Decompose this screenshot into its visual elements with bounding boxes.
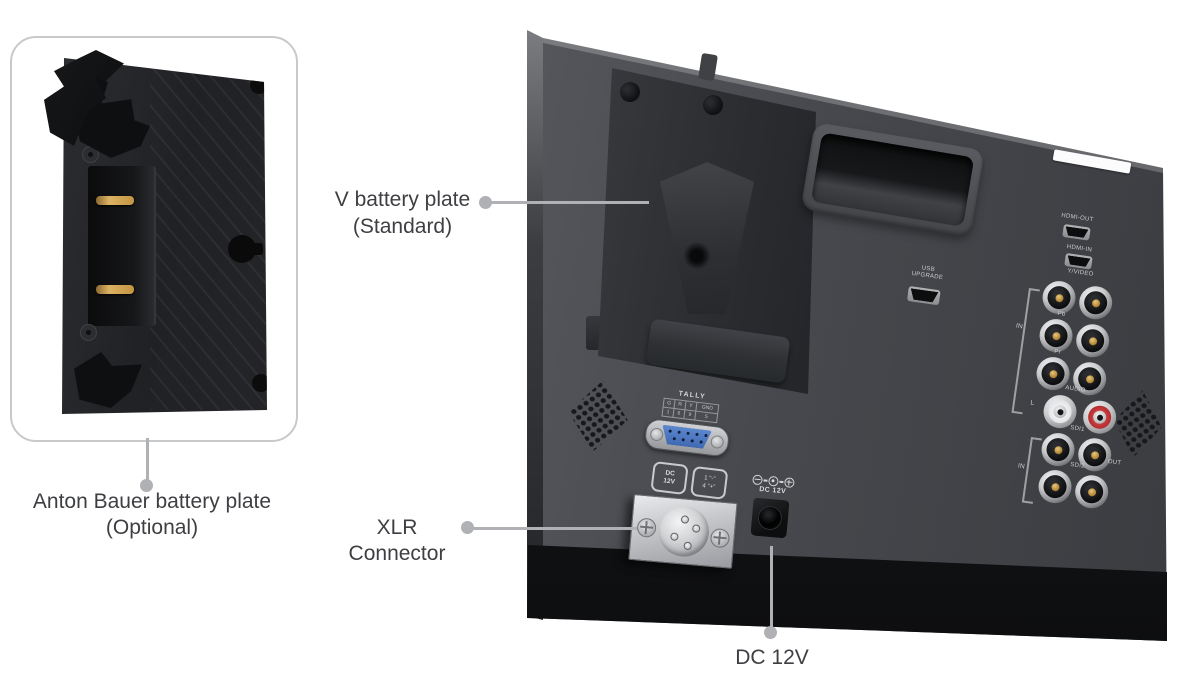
label-anton-subtitle: (Optional)	[105, 516, 199, 539]
callout-line	[770, 546, 773, 628]
bnc-connector	[1077, 284, 1115, 322]
screw	[649, 427, 664, 442]
mount-hole	[620, 82, 640, 102]
screw-hole	[252, 374, 267, 392]
bnc-connector	[1074, 322, 1112, 360]
label-vplate-subtitle: (Standard)	[352, 215, 453, 238]
mount-hole	[703, 95, 723, 115]
v-lock-wedge	[660, 162, 754, 314]
xlr-connector-plate	[628, 494, 738, 569]
left-edge	[527, 30, 543, 620]
v-battery-plate	[598, 68, 816, 394]
xlr-pin	[680, 515, 690, 524]
screw-hole	[250, 76, 267, 94]
label-anton-title: Anton Bauer battery plate	[32, 490, 272, 513]
dc-spec-box: DC 12V	[650, 461, 689, 496]
dc-jack	[750, 496, 790, 539]
callout-line	[471, 527, 637, 530]
callout-line	[146, 438, 149, 482]
screw	[636, 517, 657, 539]
center-pin-icon	[768, 475, 779, 487]
mount-jaw-bottom	[74, 352, 142, 408]
screw	[709, 527, 731, 549]
center-hole	[683, 242, 711, 270]
anton-battery-plate-image	[28, 48, 280, 428]
label-vplate-title: V battery plate	[334, 188, 471, 211]
xlr-pin	[670, 532, 679, 542]
bnc-connector	[1036, 468, 1074, 506]
callout-dot	[140, 479, 153, 492]
minus-circle-icon	[752, 474, 763, 486]
tally-pin-table: G R Y GND 1 6 9 5	[661, 397, 720, 424]
label-xlr-title: XLR Connector	[348, 516, 446, 565]
callout-dot	[479, 196, 492, 209]
handle-cavity	[810, 132, 975, 227]
callout-line	[489, 201, 649, 204]
hinge-screw	[80, 324, 97, 341]
bnc-connector	[1073, 473, 1111, 511]
label-dc12v: DC 12V	[735, 646, 809, 669]
battery-rail	[88, 166, 156, 326]
keyhole-cutout	[228, 234, 264, 264]
callout-dot	[764, 626, 777, 639]
xlr-4pin-face	[656, 504, 712, 559]
dsub-face	[660, 425, 712, 450]
power-contact-pin	[96, 196, 134, 205]
callout-dot	[461, 521, 474, 534]
anton-plate-frame	[10, 36, 298, 442]
power-contact-pin	[96, 285, 134, 294]
xlr-pin	[683, 541, 693, 551]
plus-circle-icon	[783, 477, 795, 489]
anton-plate-body	[62, 58, 267, 414]
pin-spec-box: 1 "-" 4 "+"	[690, 465, 729, 500]
audio-left-label: L	[1030, 399, 1035, 407]
tally-group: TALLY G R Y GND 1 6 9 5	[636, 386, 743, 459]
xlr-pin	[691, 524, 701, 533]
screw	[709, 434, 725, 450]
